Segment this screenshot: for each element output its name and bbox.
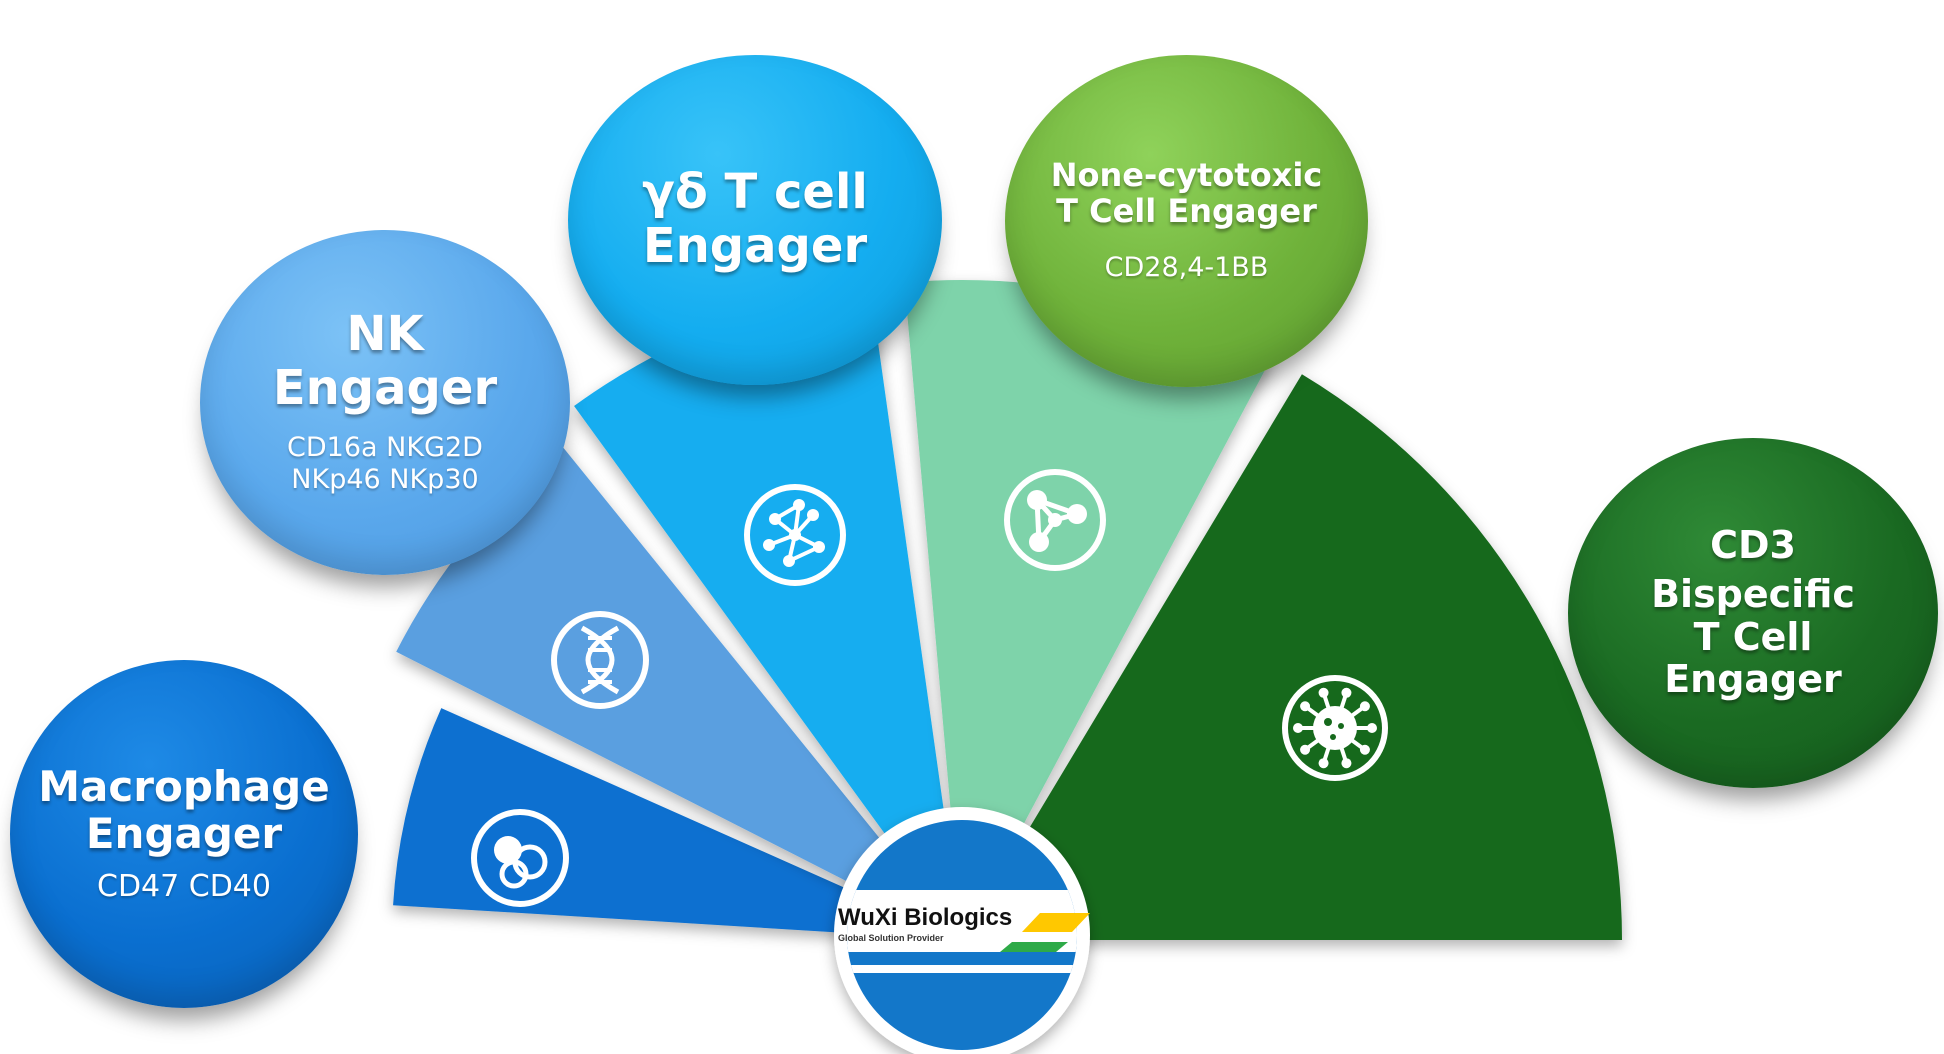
wuxi-logo-emblem: [834, 807, 1090, 1054]
molecule-icon: [1004, 469, 1106, 571]
network-icon: [744, 484, 846, 586]
macrophage-engager-bubble: Macrophage Engager CD47 CD40: [10, 660, 358, 1008]
cd3-title-line2: Bispecific: [1651, 572, 1855, 617]
macrophage-targets: CD47 CD40: [97, 869, 271, 905]
none-cytotoxic-title-line2: T Cell Engager: [1056, 191, 1317, 230]
nk-segment: [396, 446, 903, 897]
nk-title-line1: NK: [346, 306, 424, 363]
none-cytotoxic-targets: CD28,4-1BB: [1104, 251, 1269, 283]
logo-tagline: Global Solution Provider: [838, 933, 944, 943]
none-cytotoxic-engager-bubble: None-cytotoxic T Cell Engager CD28,4-1BB: [1005, 55, 1368, 387]
nk-engager-bubble: NK Engager CD16a NKG2D NKp46 NKp30: [200, 230, 570, 575]
dna-icon: [551, 611, 649, 709]
nk-targets-line1: CD16a NKG2D: [287, 431, 483, 463]
gamma-delta-t-cell-engager-bubble: γδ T cell Engager: [568, 55, 942, 385]
wuxi-logo-text: WuXi Biologics Global Solution Provider: [838, 904, 1013, 944]
nk-title-line2: Engager: [272, 360, 498, 417]
logo-brand: WuXi Biologics: [838, 904, 1013, 931]
macrophage-title-line2: Engager: [85, 809, 283, 858]
cd3-segment: [1010, 374, 1622, 940]
gamma-delta-title-line2: Engager: [642, 218, 868, 274]
macrophage-segment: [393, 708, 876, 935]
nk-targets-line2: NKp46 NKp30: [291, 464, 479, 496]
none-cytotoxic-segment: [904, 280, 1272, 857]
cells-icon: [471, 809, 569, 907]
gamma-delta-title-line1: γδ T cell: [642, 164, 868, 221]
none-cytotoxic-title-line1: None-cytotoxic: [1050, 155, 1323, 194]
macrophage-title-line1: Macrophage: [38, 761, 330, 811]
gamma-delta-segment: [574, 286, 949, 864]
cd3-bispecific-engager-bubble: CD3 Bispecific T Cell Engager: [1568, 438, 1938, 788]
cd3-title-line3: T Cell: [1693, 614, 1813, 659]
cd3-title-line1: CD3: [1710, 523, 1796, 568]
cd3-title-line4: Engager: [1664, 657, 1842, 702]
virus-icon: [1282, 675, 1388, 781]
